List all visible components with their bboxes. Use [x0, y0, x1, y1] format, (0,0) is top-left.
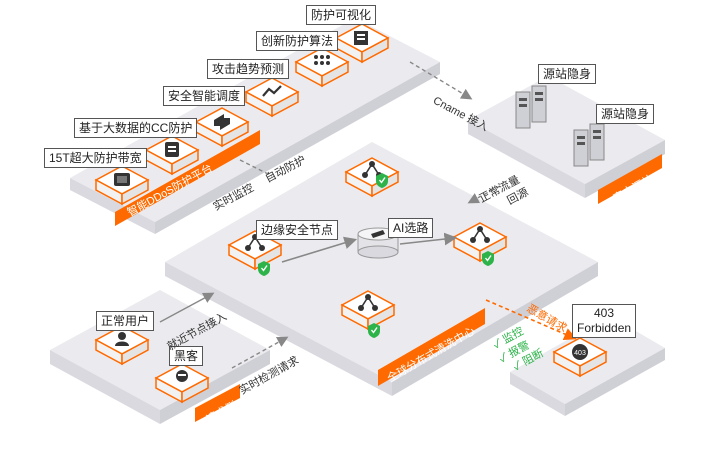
ai-route-label: AI选路 [388, 218, 434, 238]
feature-cube-bandwidth [95, 165, 149, 205]
feature-cube-visualization [335, 23, 389, 63]
feature-label: 防护可视化 [306, 5, 377, 25]
feature-label: 创新防护算法 [256, 31, 339, 51]
center-title-band [378, 308, 485, 386]
origin-server-label: 源站隐身 [538, 64, 597, 84]
forbidden-cube: 403 [553, 337, 607, 377]
feature-cube-algorithm [295, 47, 349, 87]
normal-user-label: 正常用户 [96, 311, 155, 331]
feature-label: 基于大数据的CC防护 [74, 118, 198, 138]
nearby-access-arrow [159, 292, 215, 323]
platform-title-band [115, 130, 260, 226]
origin-server-label: 源站隐身 [596, 104, 655, 124]
feature-cube-bigdata [145, 135, 199, 175]
feature-cube-dispatch [195, 107, 249, 147]
feature-cube-trend [245, 77, 299, 117]
return-link [467, 185, 501, 204]
feature-label: 15T超大防护带宽 [44, 148, 147, 168]
forbidden-code-icon: 403 [574, 350, 586, 357]
forbidden-text: Forbidden [577, 321, 632, 335]
monitor-link [239, 159, 273, 177]
feature-label: 攻击趋势预测 [207, 59, 290, 79]
origin-title-band [598, 154, 662, 204]
hacker-cube [155, 363, 209, 403]
cname-link [409, 61, 473, 100]
detect-arrow [231, 336, 289, 369]
cleaning-center-platform [165, 142, 598, 396]
flow-arrow [399, 232, 458, 246]
server-icon [515, 85, 547, 129]
flow-arrow [281, 236, 358, 263]
hacker-label: 黑客 [169, 346, 204, 366]
user-cube [95, 325, 149, 365]
forbidden-label: 403 Forbidden [572, 304, 637, 338]
request-title-band [195, 384, 240, 422]
edge-node-label: 边缘安全节点 [256, 220, 339, 240]
malicious-arrow [485, 299, 577, 341]
server-icon [573, 123, 605, 167]
forbidden-code: 403 [594, 306, 615, 320]
feature-label: 安全智能调度 [163, 86, 246, 106]
